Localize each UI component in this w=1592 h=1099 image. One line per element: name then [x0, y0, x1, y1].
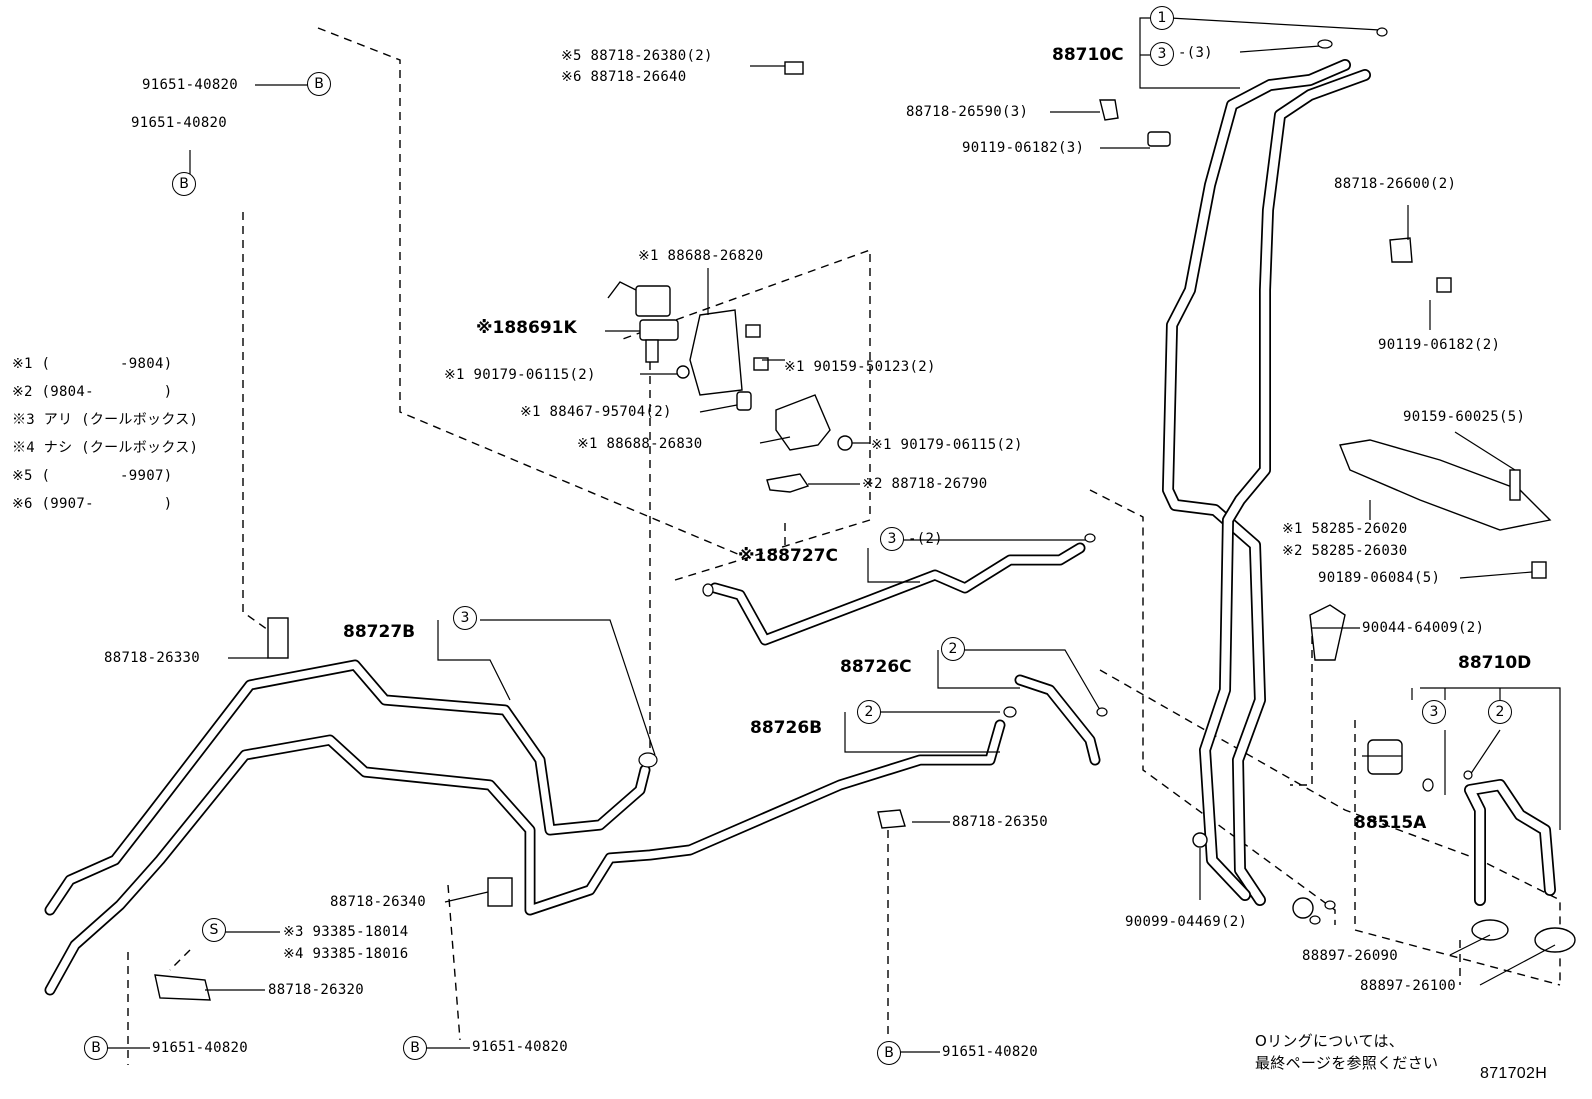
note-1: ※1 ( -9804) [12, 356, 172, 372]
part-58285-26020: ※1 58285-26020 [1282, 521, 1408, 537]
part-88718-26600: 88718-26600(2) [1334, 176, 1457, 192]
assembly-88515A: 88515A [1354, 813, 1427, 833]
note-2-text: (9804- ) [41, 384, 173, 400]
qty-top: -(3) [1178, 45, 1213, 61]
part-58285-26030: ※2 58285-26030 [1282, 543, 1408, 559]
part-93385-18014: ※3 93385-18014 [283, 924, 409, 940]
callout-3-88710d: 3 [1422, 700, 1446, 724]
callout-2-88726c: 2 [941, 637, 965, 661]
part-91651-40820-top: 91651-40820 [142, 77, 239, 93]
part-88718-26790: ※2 88718-26790 [862, 476, 988, 492]
part-88897-26100: 88897-26100 [1360, 978, 1457, 994]
assembly-88710C: 88710C [1052, 45, 1124, 65]
note-3-text: アリ (クールボックス) [43, 412, 199, 428]
part-91651-40820-left: 91651-40820 [131, 115, 228, 131]
callout-b-bottom-3: B [877, 1041, 901, 1065]
part-90159-50123: ※1 90159-50123(2) [784, 359, 936, 375]
callout-3-88727c: 3 [880, 527, 904, 551]
part-90044-64009: 90044-64009(2) [1362, 620, 1485, 636]
part-88718-26350: 88718-26350 [952, 814, 1049, 830]
part-90119-06182-a: 90119-06182(3) [962, 140, 1085, 156]
callout-1: 1 [1150, 6, 1174, 30]
note-6-mark: ※6 [12, 496, 33, 512]
callout-3-top: 3 [1150, 42, 1174, 66]
o-ring-note-line-1: Oリングについては、 [1255, 1032, 1405, 1050]
part-88897-26090: 88897-26090 [1302, 948, 1399, 964]
callout-b-top: B [307, 72, 331, 96]
part-90119-06182-b: 90119-06182(2) [1378, 337, 1501, 353]
note-6: ※6 (9907- ) [12, 496, 172, 512]
note-5: ※5 ( -9907) [12, 468, 172, 484]
note-1-text: ( -9804) [41, 356, 173, 372]
part-90179-06115-a: ※1 90179-06115(2) [444, 367, 596, 383]
part-88718-26590: 88718-26590(3) [906, 104, 1029, 120]
part-90179-06115-b: ※1 90179-06115(2) [871, 437, 1023, 453]
o-rings [638, 27, 1473, 925]
callout-2-88726b: 2 [857, 700, 881, 724]
note-3: ※3 アリ (クールボックス) [12, 412, 198, 428]
note-2-mark: ※2 [12, 384, 33, 400]
callout-b-left: B [172, 172, 196, 196]
callout-b-bottom-1: B [84, 1036, 108, 1060]
assembly-88710D: 88710D [1458, 653, 1532, 673]
part-88718-26320: 88718-26320 [268, 982, 365, 998]
part-88688-26830: ※1 88688-26830 [577, 436, 703, 452]
part-91651-40820-bottom-2: 91651-40820 [472, 1039, 569, 1055]
note-3-mark: ※3 [12, 412, 36, 428]
part-91651-40820-bottom-1: 91651-40820 [152, 1040, 249, 1056]
assembly-88726B: 88726B [750, 718, 823, 738]
part-91651-40820-bottom-3: 91651-40820 [942, 1044, 1039, 1060]
o-ring-note-line-2: 最終ページを参照ください [1255, 1054, 1439, 1072]
part-88718-26340: 88718-26340 [330, 894, 427, 910]
qty-88727c: -(2) [908, 531, 943, 547]
part-90159-60025: 90159-60025(5) [1403, 409, 1526, 425]
note-1-mark: ※1 [12, 356, 33, 372]
diagram-reference-number: 871702H [1480, 1065, 1548, 1082]
assembly-88726C: 88726C [840, 657, 912, 677]
part-93385-18016: ※4 93385-18016 [283, 946, 409, 962]
part-90189-06084: 90189-06084(5) [1318, 570, 1441, 586]
part-88688-26820: ※1 88688-26820 [638, 248, 764, 264]
note-4: ※4 ナシ (クールボックス) [12, 440, 198, 456]
note-2: ※2 (9804- ) [12, 384, 172, 400]
note-5-text: ( -9907) [41, 468, 173, 484]
note-4-text: ナシ (クールボックス) [43, 440, 199, 456]
note-4-mark: ※4 [12, 440, 36, 456]
assembly-88727B: 88727B [343, 622, 416, 642]
parts-shapes [154, 61, 1576, 1001]
callout-b-bottom-2: B [403, 1036, 427, 1060]
callout-3-88727b: 3 [453, 606, 477, 630]
part-88718-26380: ※5 88718-26380(2) [561, 48, 713, 64]
part-88718-26640: ※6 88718-26640 [561, 69, 687, 85]
part-90099-04469: 90099-04469(2) [1125, 914, 1248, 930]
note-6-text: (9907- ) [41, 496, 173, 512]
assembly-88691K: ※188691K [476, 318, 577, 338]
note-5-mark: ※5 [12, 468, 33, 484]
part-88718-26330: 88718-26330 [104, 650, 201, 666]
hose-lines [44, 59, 1556, 996]
callout-s: S [202, 918, 226, 942]
callout-2-88710d: 2 [1488, 700, 1512, 724]
assembly-88727C: ※188727C [738, 546, 838, 566]
leader-lines [106, 17, 1561, 1053]
part-88467-95704: ※1 88467-95704(2) [520, 404, 672, 420]
